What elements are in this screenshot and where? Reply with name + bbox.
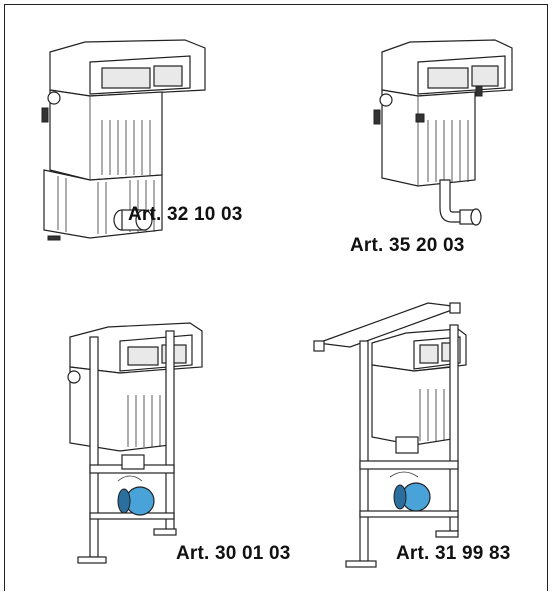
product-31-99-83: Art. 31 99 83 <box>310 285 540 575</box>
product-caption: Art. 31 99 83 <box>396 543 511 564</box>
cistern-with-outlet-illustration <box>373 39 513 226</box>
page-frame <box>4 4 548 591</box>
product-caption: Art. 30 01 03 <box>176 543 291 564</box>
frame-cistern-illustration <box>67 322 203 564</box>
product-32-10-03: Art. 32 10 03 <box>30 30 270 260</box>
product-30-01-03: Art. 30 01 03 <box>30 305 290 575</box>
product-caption: Art. 32 10 03 <box>128 204 243 225</box>
product-caption: Art. 35 20 03 <box>350 235 465 256</box>
product-35-20-03: Art. 35 20 03 <box>290 30 530 260</box>
cistern-with-panel-illustration <box>41 39 206 241</box>
frame-cistern-topbar-illustration <box>313 302 467 568</box>
